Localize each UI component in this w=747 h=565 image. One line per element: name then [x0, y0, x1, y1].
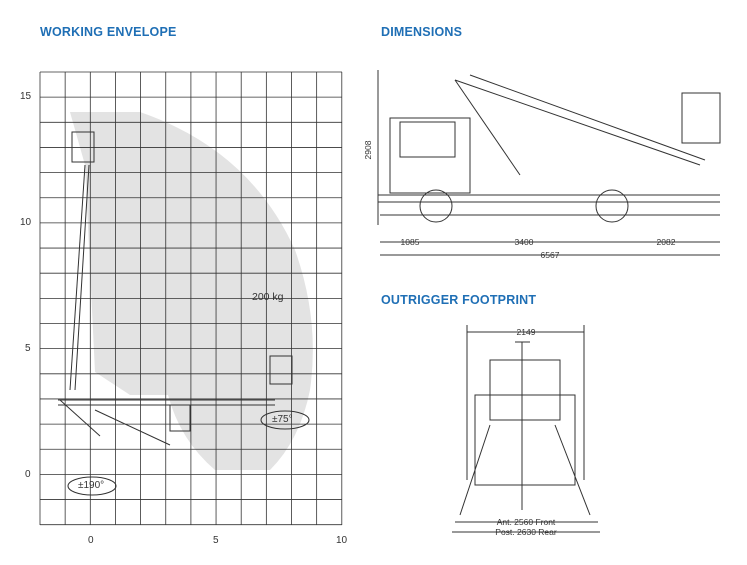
x-tick-10: 10 [336, 535, 348, 546]
basket-rotation-label: ±75° [272, 414, 293, 425]
x-tick-0: 0 [88, 535, 94, 546]
working-envelope-title: WORKING ENVELOPE [40, 25, 177, 39]
rotation-label: ±190° [78, 480, 105, 491]
y-tick-10: 10 [20, 217, 32, 228]
grid-lines [39, 71, 343, 526]
front-footprint-dimension: Ant. 2560 Front [497, 517, 556, 527]
load-label: 200 kg [252, 291, 284, 303]
rear-overhang-dimension: 2082 [657, 237, 676, 247]
total-length-dimension: 6567 [541, 250, 560, 260]
envelope-area [70, 112, 313, 470]
y-tick-5: 5 [25, 343, 31, 354]
rear-footprint-dimension: Post. 2630 Rear [495, 527, 557, 537]
boom-drawing [58, 131, 310, 496]
outrigger-footprint-title: OUTRIGGER FOOTPRINT [381, 293, 537, 307]
footprint-width-dimension: 2149 [517, 327, 536, 337]
wheelbase-dimension: 3400 [515, 237, 534, 247]
y-tick-15: 15 [20, 91, 32, 102]
truck-rear-drawing [452, 325, 600, 533]
dimensions-title: DIMENSIONS [381, 25, 463, 39]
y-tick-0: 0 [25, 469, 31, 480]
truck-side-drawing [377, 70, 721, 256]
front-overhang-dimension: 1085 [401, 237, 420, 247]
height-dimension: 2908 [363, 140, 373, 159]
x-tick-5: 5 [213, 535, 219, 546]
